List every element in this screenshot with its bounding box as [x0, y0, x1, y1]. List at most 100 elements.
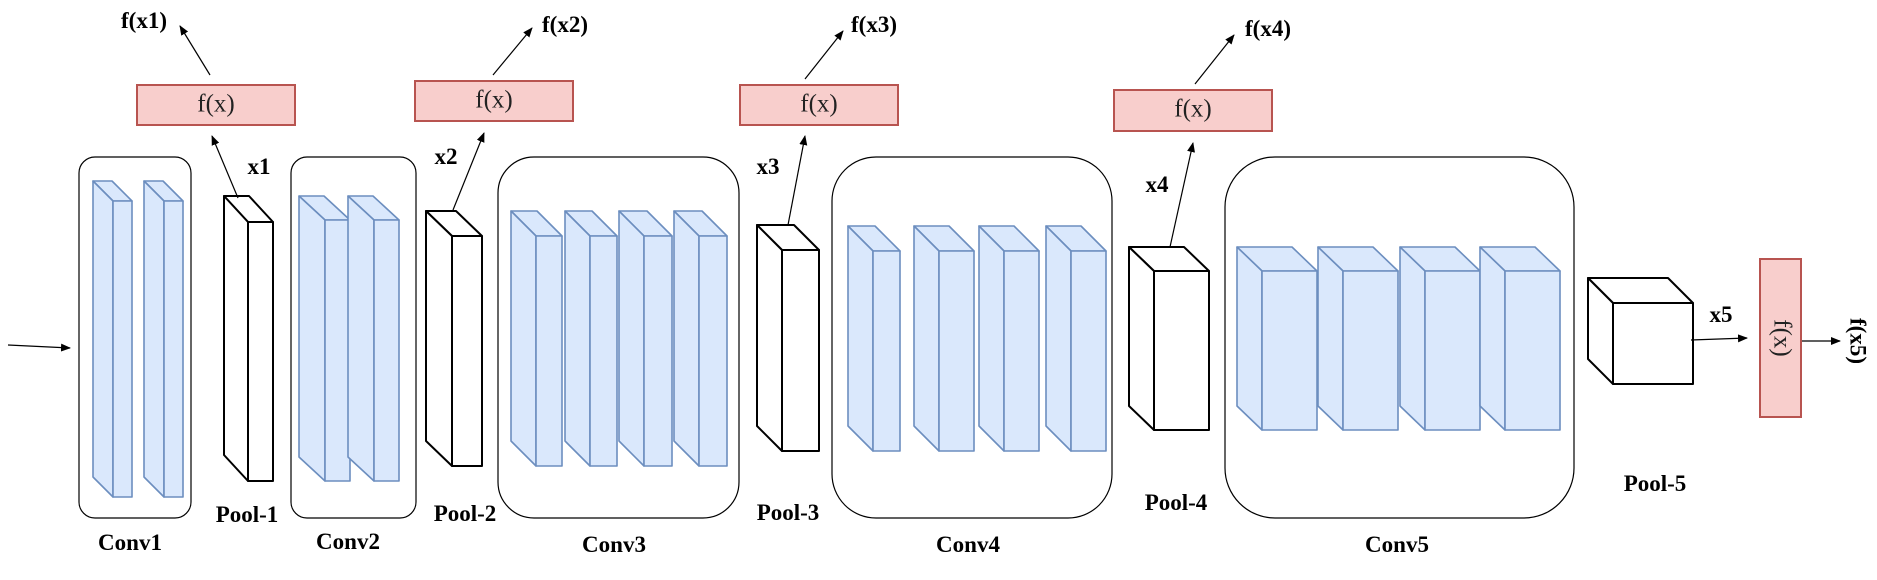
pool1-layer-front-face [247, 221, 274, 482]
conv3-layer-1-side-face [510, 210, 537, 467]
conv2-group [290, 156, 417, 519]
conv4-layer-3 [978, 225, 1040, 452]
conv1-layer-2 [143, 180, 184, 498]
conv3-group [497, 156, 740, 519]
conv3-layer-1-front-face [535, 235, 563, 467]
fx-box-4: f(x) [1113, 89, 1273, 132]
conv5-layer-2-side-face [1317, 246, 1344, 431]
fx-box-1-rect [136, 84, 296, 126]
conv5-layer-4-side-face [1479, 246, 1506, 431]
conv3-layer-4 [673, 210, 728, 467]
fx-box-3: f(x) [739, 84, 899, 126]
conv5-layer-4-front-face [1504, 270, 1561, 431]
stage-label-pool2: Pool-2 [434, 501, 497, 526]
conv2-layer-1-front-face [324, 219, 351, 482]
input-arrow [7, 343, 71, 352]
conv5-layer-3-front-face [1424, 270, 1481, 431]
conv5-layer-2 [1317, 246, 1399, 431]
conv5-layer-3-side-face [1399, 246, 1426, 431]
conv4-layer-4-front-face [1070, 250, 1107, 452]
conv2-layer-2-front-face [373, 219, 400, 482]
x5-arrow [1690, 334, 1748, 343]
feature-x5: x5 [1710, 302, 1733, 327]
conv4-layer-3-front-face [1003, 250, 1040, 452]
x2-arrow [452, 132, 485, 211]
fx-box-2: f(x) [414, 80, 574, 122]
fx-box-4-label: f(x) [1174, 96, 1211, 123]
conv5-layer-3 [1399, 246, 1481, 431]
stage-label-conv2: Conv2 [316, 529, 380, 554]
conv1-layer-2-front-face [163, 200, 184, 498]
conv4-layer-2-side-face [913, 225, 940, 452]
conv5-group [1224, 156, 1575, 519]
conv2-layer-1 [298, 195, 351, 482]
fx1-arrow [179, 25, 211, 76]
fx-box-1: f(x) [136, 84, 296, 126]
conv5-layer-1 [1236, 246, 1318, 431]
conv2-layer-2 [347, 195, 400, 482]
x1-arrow [211, 135, 239, 199]
stage-label-pool5: Pool-5 [1624, 471, 1687, 496]
pool1-layer [223, 195, 274, 482]
output-fx5: f(x5) [1846, 318, 1871, 364]
conv4-layer-3-side-face [978, 225, 1005, 452]
conv3-layer-4-side-face [673, 210, 700, 467]
conv4-layer-1-side-face [847, 225, 874, 452]
fx-box-5: f(x) [1759, 258, 1802, 418]
fx3-arrow [804, 30, 844, 80]
pool1-layer-side-face [223, 195, 249, 482]
feature-x1: x1 [248, 154, 271, 179]
fx4-arrow [1194, 34, 1235, 85]
pool5-layer [1587, 277, 1694, 385]
pool3-layer-side-face [756, 224, 783, 452]
pool2-layer-side-face [425, 210, 453, 467]
conv3-layer-2-front-face [589, 235, 618, 467]
conv3-layer-2-side-face [564, 210, 591, 467]
x4-arrow [1169, 142, 1195, 248]
conv5-layer-1-side-face [1236, 246, 1263, 431]
conv3-layer-1 [510, 210, 563, 467]
pool3-layer [756, 224, 820, 452]
conv4-layer-4 [1045, 225, 1107, 452]
output-fx3: f(x3) [851, 12, 897, 37]
layer-cuboids [92, 180, 1694, 498]
conv2-layer-1-side-face [298, 195, 326, 482]
conv1-layer-2-side-face [143, 180, 165, 498]
pool4-layer [1128, 246, 1210, 431]
pool2-layer [425, 210, 483, 467]
stage-label-pool1: Pool-1 [216, 502, 279, 527]
stage-label-conv4: Conv4 [936, 532, 1000, 557]
conv1-layer-1 [92, 180, 133, 498]
feature-x2: x2 [435, 144, 458, 169]
conv4-group [831, 156, 1113, 519]
fx-box-3-rect [739, 84, 899, 126]
x3-arrow [787, 135, 808, 226]
conv1-layer-1-side-face [92, 180, 114, 498]
fx-box-4-rect [1113, 89, 1273, 132]
fx-box-3-label: f(x) [800, 91, 837, 118]
fx-box-5-label: f(x) [1768, 319, 1795, 356]
conv5-layer-1-front-face [1261, 270, 1318, 431]
stage-label-conv3: Conv3 [582, 532, 646, 557]
conv1-layer-1-front-face [112, 200, 133, 498]
fx2-arrow [492, 27, 533, 76]
feature-x4: x4 [1146, 172, 1170, 197]
output-fx4: f(x4) [1245, 16, 1291, 41]
conv5-layer-4 [1479, 246, 1561, 431]
fx-box-1-label: f(x) [197, 91, 234, 118]
conv4-layer-1-front-face [872, 250, 901, 452]
fx-box-2-rect [414, 80, 574, 122]
stage-label-conv1: Conv1 [98, 530, 162, 555]
conv4-layer-2-front-face [938, 250, 975, 452]
output-fx1: f(x1) [121, 8, 167, 33]
pool5-layer-front-face [1612, 302, 1694, 385]
conv3-layer-3 [618, 210, 673, 467]
conv3-layer-4-front-face [698, 235, 728, 467]
stage-label-pool3: Pool-3 [757, 500, 820, 525]
fx-box-5-rect [1759, 258, 1802, 418]
pool4-layer-side-face [1128, 246, 1155, 431]
conv3-layer-3-front-face [643, 235, 673, 467]
fx-box-2-label: f(x) [475, 87, 512, 114]
pool4-layer-front-face [1153, 270, 1210, 431]
conv3-layer-2 [564, 210, 618, 467]
